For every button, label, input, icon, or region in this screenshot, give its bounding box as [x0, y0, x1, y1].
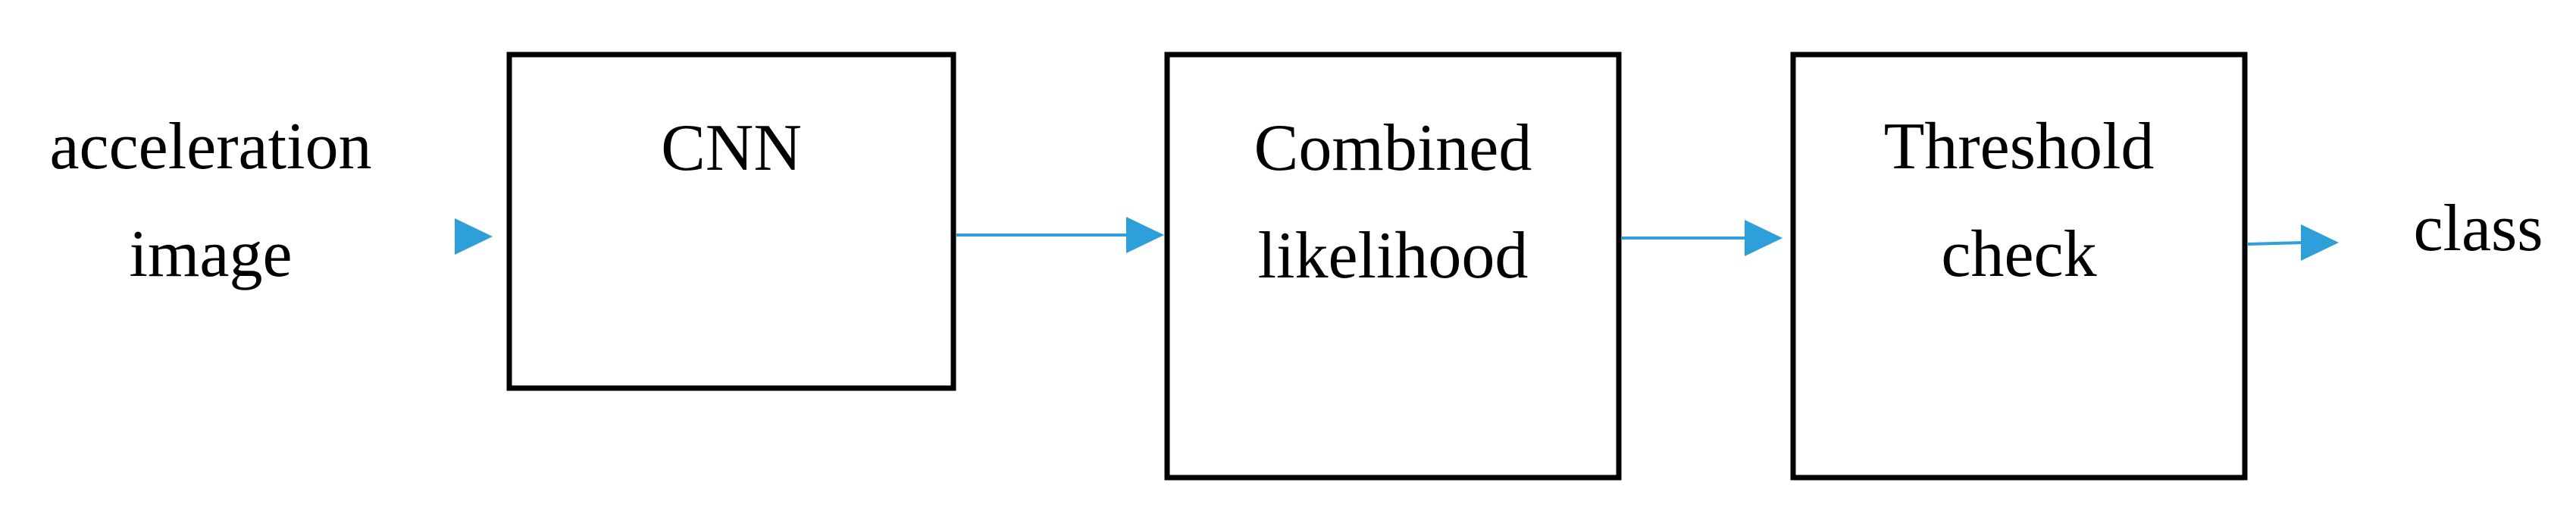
input-label-line1: acceleration	[49, 110, 371, 183]
block-cnn-label: CNN	[661, 111, 802, 185]
block-combined-likelihood-line2: likelihood	[1258, 219, 1529, 293]
arrow-threshold-to-class	[2247, 224, 2339, 261]
block-cnn-box	[506, 52, 956, 391]
output-label: class	[2413, 192, 2543, 265]
block-cnn: CNN	[506, 52, 956, 391]
block-threshold-check-line2: check	[1941, 218, 2096, 291]
arrow-combined-to-threshold-head	[1745, 220, 1783, 256]
arrow-cnn-to-combined-head	[1126, 217, 1164, 253]
input-label: acceleration image	[49, 110, 371, 291]
block-combined-likelihood: Combined likelihood	[1164, 52, 1622, 481]
arrow-combined-to-threshold	[1622, 220, 1783, 256]
block-threshold-check: Threshold check	[1790, 52, 2248, 481]
block-combined-likelihood-box	[1164, 52, 1622, 481]
block-threshold-check-line1: Threshold	[1884, 110, 2155, 183]
arrow-threshold-to-class-head	[2301, 224, 2339, 261]
block-combined-likelihood-line1: Combined	[1254, 111, 1532, 185]
block-threshold-check-box	[1790, 52, 2248, 481]
input-arrowhead	[455, 218, 493, 255]
input-label-line2: image	[129, 218, 292, 291]
arrow-cnn-to-combined	[956, 217, 1164, 253]
arrow-threshold-to-class-line	[2247, 241, 2305, 246]
